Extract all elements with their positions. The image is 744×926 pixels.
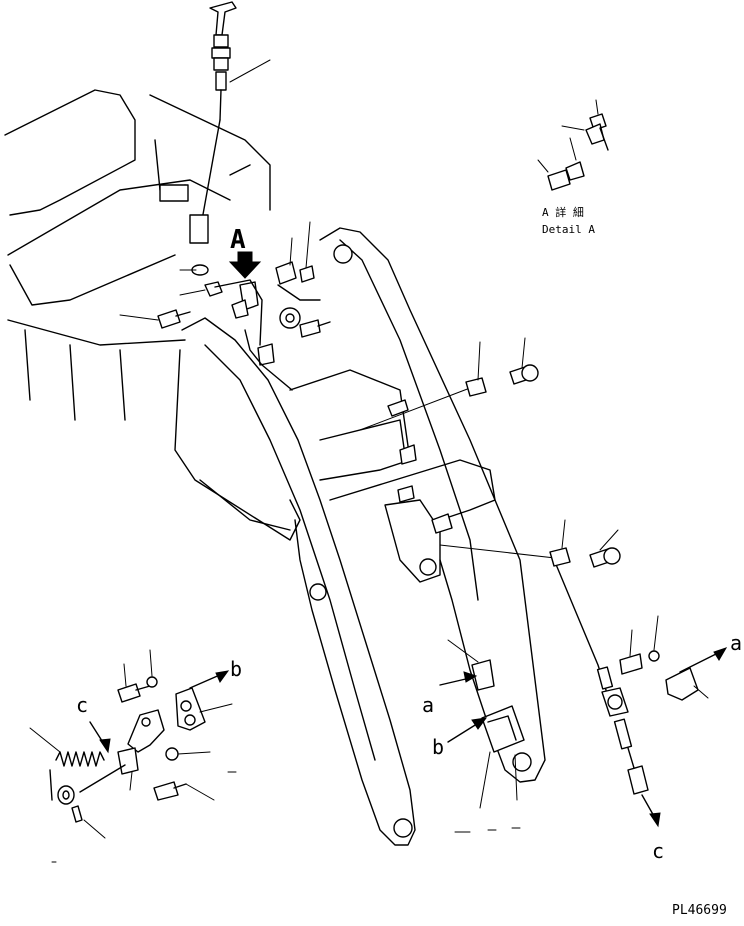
callout-b-left: b bbox=[230, 657, 242, 681]
boom-assembly bbox=[174, 227, 546, 846]
detail-a-view: A 詳 細 Detail A bbox=[537, 99, 609, 236]
detail-title-en: Detail A bbox=[542, 223, 595, 236]
lower-left-linkage: b c bbox=[29, 649, 242, 863]
detail-marker-label: A bbox=[230, 225, 246, 255]
cable-routing bbox=[359, 337, 621, 691]
callout-c-left: c bbox=[76, 693, 88, 717]
upper-hardware bbox=[119, 221, 331, 391]
control-lever bbox=[189, 1, 271, 244]
right-cable-end: a c bbox=[596, 615, 742, 863]
machine-body bbox=[4, 89, 271, 421]
callout-a-right: a bbox=[730, 631, 742, 655]
callout-a-center: a bbox=[422, 693, 434, 717]
center-brackets: a b bbox=[422, 639, 525, 833]
callout-c-right: c bbox=[652, 839, 664, 863]
callout-b-center: b bbox=[432, 735, 444, 759]
detail-arrow-a: A bbox=[228, 225, 262, 279]
drawing-number: PL46699 bbox=[672, 903, 727, 918]
detail-title-jp: A 詳 細 bbox=[542, 205, 584, 219]
